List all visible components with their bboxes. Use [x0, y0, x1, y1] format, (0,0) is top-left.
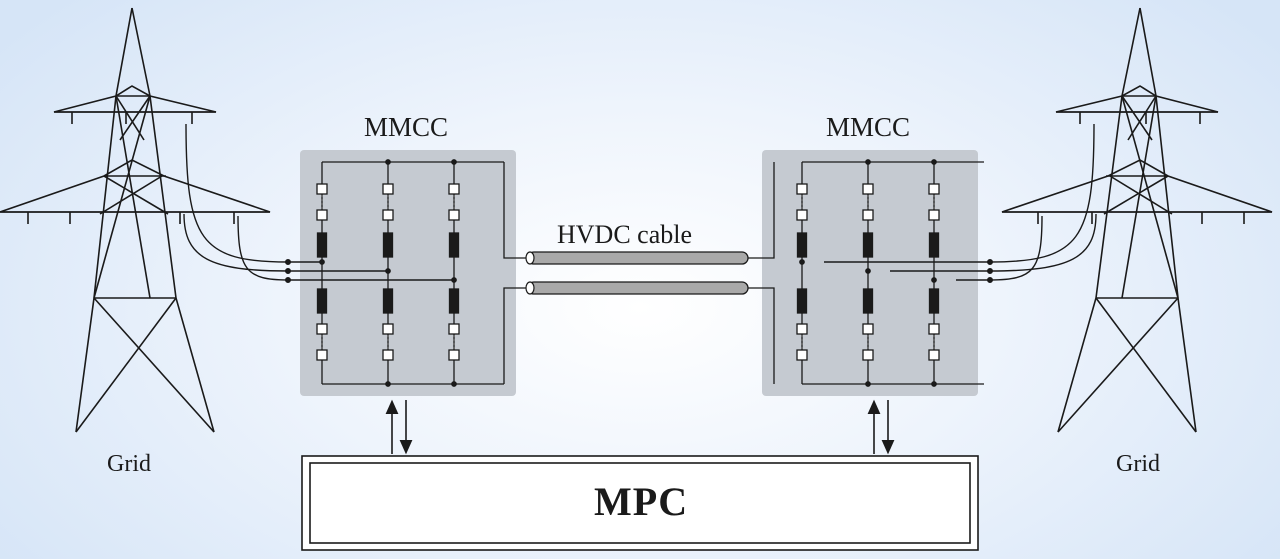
arm-inductor — [928, 288, 940, 314]
right-grid-label: Grid — [1116, 451, 1160, 477]
arm-inductor — [862, 288, 874, 314]
converter-leg — [796, 162, 808, 384]
right-transmission-tower — [1001, 7, 1273, 433]
arm-inductor — [316, 232, 328, 258]
converter-leg — [316, 162, 328, 384]
tower-lower-crossarm — [1001, 159, 1273, 224]
submodule — [316, 323, 328, 335]
submodule — [382, 323, 394, 335]
submodule — [316, 183, 328, 195]
submodule — [796, 209, 808, 221]
submodule — [862, 323, 874, 335]
submodule — [796, 349, 808, 361]
submodule — [862, 349, 874, 361]
submodule — [316, 349, 328, 361]
submodule — [448, 349, 460, 361]
left-mmcc-converter — [300, 150, 516, 396]
submodule — [928, 323, 940, 335]
tower-upper-crossarm — [1055, 85, 1219, 124]
left-transmission-tower — [0, 7, 271, 433]
tower-bracing — [1057, 95, 1197, 433]
submodule — [928, 209, 940, 221]
submodule — [382, 209, 394, 221]
converter-leg — [382, 159, 394, 387]
submodule — [928, 183, 940, 195]
arm-inductor — [796, 288, 808, 314]
tower-legs — [1057, 7, 1197, 433]
cable-label: HVDC cable — [557, 220, 693, 249]
control-signal-arrows — [385, 399, 895, 455]
hvdc-cable — [503, 162, 775, 384]
arm-inductor — [928, 232, 940, 258]
submodule — [862, 209, 874, 221]
arm-inductor — [862, 232, 874, 258]
left-converter-label: MMCC — [364, 112, 449, 142]
arm-inductor — [382, 232, 394, 258]
tower-bracing — [75, 95, 215, 433]
mpc-controller-block — [301, 455, 979, 551]
submodule — [316, 209, 328, 221]
submodule — [448, 209, 460, 221]
arm-inductor — [448, 232, 460, 258]
converter-leg — [928, 159, 940, 387]
right-mmcc-converter — [762, 150, 984, 396]
right-ac-feeders — [824, 123, 1097, 284]
converter-leg — [448, 159, 460, 387]
submodule — [796, 323, 808, 335]
controller-label: MPC — [594, 479, 689, 524]
submodule — [862, 183, 874, 195]
tower-lower-crossarm — [0, 159, 271, 224]
submodule — [448, 323, 460, 335]
right-converter-label: MMCC — [826, 112, 911, 142]
submodule — [928, 349, 940, 361]
submodule — [448, 183, 460, 195]
arm-inductor — [796, 232, 808, 258]
converter-leg — [862, 159, 874, 387]
tower-upper-crossarm — [53, 85, 217, 124]
submodule — [382, 183, 394, 195]
submodule — [382, 349, 394, 361]
submodule — [796, 183, 808, 195]
tower-legs — [75, 7, 215, 433]
arm-inductor — [316, 288, 328, 314]
arm-inductor — [382, 288, 394, 314]
arm-inductor — [448, 288, 460, 314]
left-ac-feeders — [183, 123, 456, 284]
left-grid-label: Grid — [107, 451, 151, 477]
